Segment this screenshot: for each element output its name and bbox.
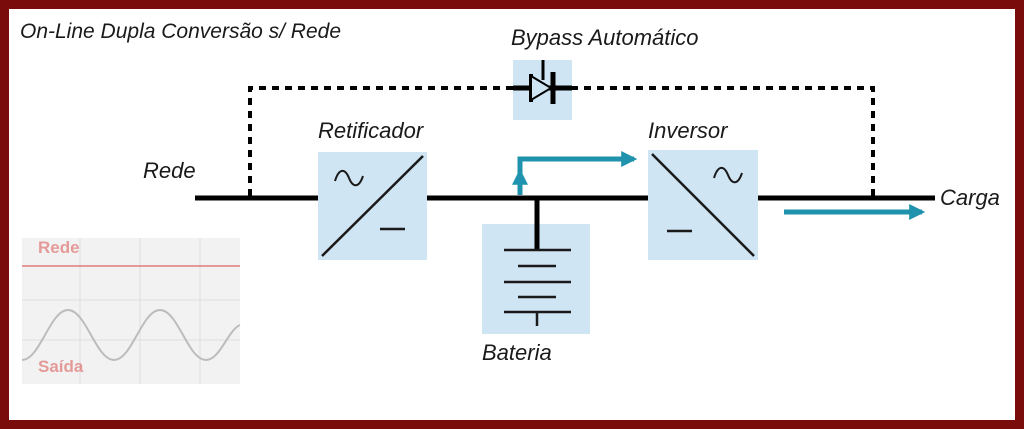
scope-top-label: Rede: [38, 238, 80, 257]
load-label: Carga: [940, 185, 1000, 210]
inverter-block: [648, 150, 758, 260]
battery-block: [482, 198, 590, 334]
battery-flow-arrow: [517, 150, 638, 190]
rectifier-block: [318, 152, 427, 260]
bypass-label: Bypass Automático: [511, 25, 699, 50]
inverter-label: Inversor: [648, 118, 729, 143]
output-sine-wave: [21, 308, 241, 362]
rectifier-label: Retificador: [318, 118, 425, 143]
ac-wave-icon: [713, 166, 743, 184]
waveform-inset: Rede Saída: [21, 238, 241, 384]
scope-bottom-label: Saída: [38, 357, 84, 376]
ac-wave-icon: [334, 169, 364, 187]
battery-label: Bateria: [482, 340, 552, 365]
diagram-title: On-Line Dupla Conversão s/ Rede: [20, 20, 341, 43]
grid-label: Rede: [143, 158, 196, 183]
bypass-switch: [513, 60, 572, 120]
